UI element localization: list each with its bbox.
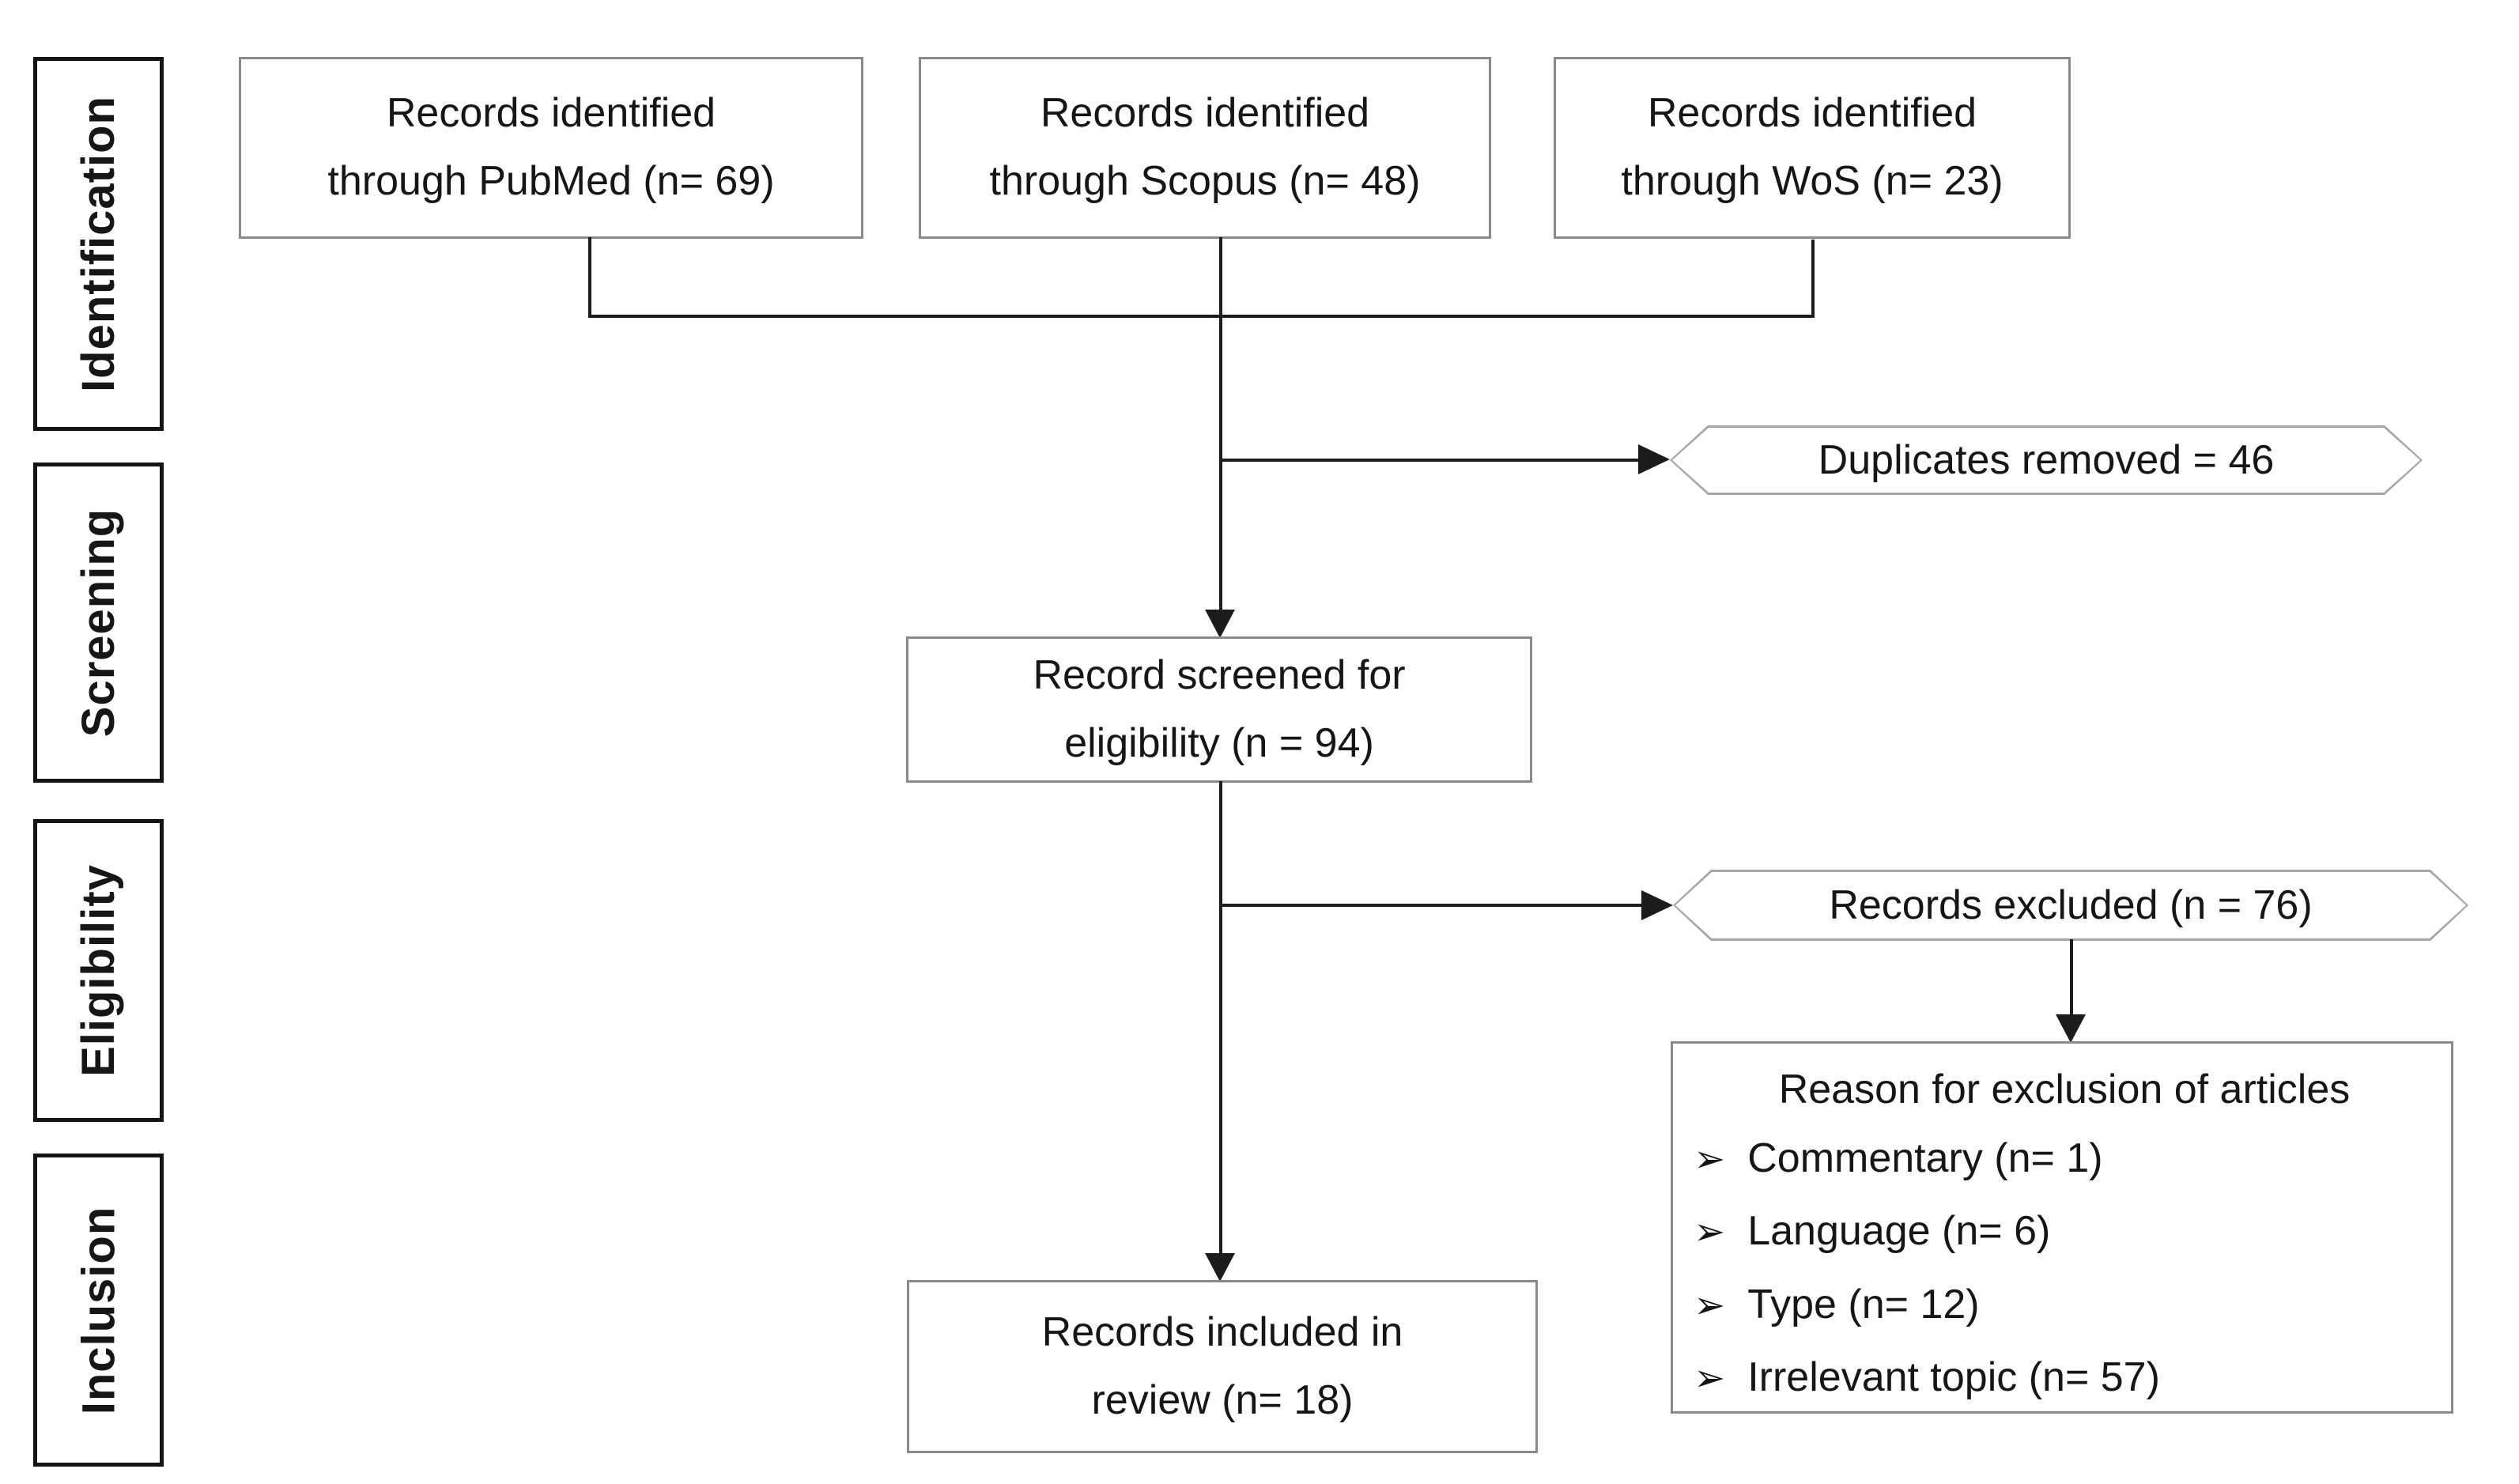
arrowhead-bullet-icon: ➢ xyxy=(1694,1284,1726,1327)
callout-records-excluded: Records excluded (n = 76) xyxy=(1673,870,2468,941)
connector-wos-drop xyxy=(1811,240,1815,318)
connector-pubmed-drop xyxy=(588,237,591,318)
source-box-wos-text: Records identified through WoS (n= 23) xyxy=(1621,80,2003,216)
stage-box-screening: Screening xyxy=(33,463,164,783)
arrowhead-bullet-icon: ➢ xyxy=(1694,1138,1726,1180)
text-line: Records identified xyxy=(386,90,716,137)
connector-duplicates-branch xyxy=(1221,459,1638,462)
hexagon-fill-shape xyxy=(1672,428,2420,493)
text-line: Records included in xyxy=(1041,1308,1403,1355)
stage-box-inclusion: Inclusion xyxy=(33,1154,164,1467)
text-line: Records identified xyxy=(1647,90,1977,137)
arrowhead-into-duplicates xyxy=(1638,444,1670,474)
text-line: through WoS (n= 23) xyxy=(1621,158,2003,204)
source-box-wos: Records identified through WoS (n= 23) xyxy=(1554,57,2071,239)
exclusion-reasons-title: Reason for exclusion of articles xyxy=(1778,1067,2351,1112)
exclusion-reason-label: Commentary (n= 1) xyxy=(1747,1135,2103,1181)
stage-label-identification: Identification xyxy=(73,96,125,392)
text-line: through PubMed (n= 69) xyxy=(327,158,775,204)
screened-box: Record screened for eligibility (n = 94) xyxy=(906,636,1532,783)
text-line: through Scopus (n= 48) xyxy=(989,158,1421,204)
connector-reasons-drop xyxy=(2070,939,2073,1014)
exclusion-reason-item: ➢ Commentary (n= 1) xyxy=(1694,1122,2435,1195)
exclusion-reason-item: ➢ Irrelevant topic (n= 57) xyxy=(1694,1341,2435,1414)
stage-box-eligibility: Eligibility xyxy=(33,819,164,1122)
exclusion-reasons-box: Reason for exclusion of articles ➢ Commen… xyxy=(1671,1041,2453,1414)
exclusion-reason-item: ➢ Language (n= 6) xyxy=(1694,1195,2435,1268)
exclusion-reason-label: Type (n= 12) xyxy=(1747,1281,1980,1327)
arrowhead-into-reasons xyxy=(2056,1014,2086,1043)
included-box: Records included in review (n= 18) xyxy=(907,1280,1538,1453)
arrowhead-bullet-icon: ➢ xyxy=(1694,1211,1726,1254)
callout-duplicates-label: Duplicates removed = 46 xyxy=(1818,437,2275,483)
connector-main-lower xyxy=(1219,781,1222,1253)
source-box-pubmed: Records identified through PubMed (n= 69… xyxy=(239,57,863,239)
text-line: eligibility (n = 94) xyxy=(1064,719,1374,766)
arrowhead-into-screened xyxy=(1205,610,1235,638)
screened-box-text: Record screened for eligibility (n = 94) xyxy=(1033,642,1405,778)
stage-box-identification: Identification xyxy=(33,57,164,431)
source-box-pubmed-text: Records identified through PubMed (n= 69… xyxy=(327,80,774,216)
arrowhead-into-excluded xyxy=(1641,890,1673,920)
arrowhead-bullet-icon: ➢ xyxy=(1694,1358,1726,1400)
callout-duplicates-removed: Duplicates removed = 46 xyxy=(1670,425,2423,495)
connector-excluded-branch xyxy=(1221,904,1641,907)
stage-label-eligibility: Eligibility xyxy=(73,864,124,1077)
connector-merge-line xyxy=(588,315,1815,318)
stage-label-inclusion: Inclusion xyxy=(73,1206,125,1414)
source-box-scopus-text: Records identified through Scopus (n= 48… xyxy=(990,80,1421,216)
text-line: review (n= 18) xyxy=(1091,1376,1354,1423)
callout-excluded-label: Records excluded (n = 76) xyxy=(1829,882,2313,928)
text-line: Record screened for xyxy=(1033,651,1406,698)
exclusion-reason-item: ➢ Type (n= 12) xyxy=(1694,1268,2435,1342)
arrowhead-into-included xyxy=(1205,1253,1235,1282)
connector-main-upper xyxy=(1219,237,1222,611)
exclusion-reason-label: Language (n= 6) xyxy=(1747,1208,2051,1255)
hexagon-fill-shape xyxy=(1675,872,2466,938)
exclusion-reason-label: Irrelevant topic (n= 57) xyxy=(1747,1354,2160,1401)
text-line: Records identified xyxy=(1040,90,1370,137)
included-box-text: Records included in review (n= 18) xyxy=(1042,1299,1403,1435)
stage-label-screening: Screening xyxy=(73,508,124,738)
source-box-scopus: Records identified through Scopus (n= 48… xyxy=(919,57,1491,239)
